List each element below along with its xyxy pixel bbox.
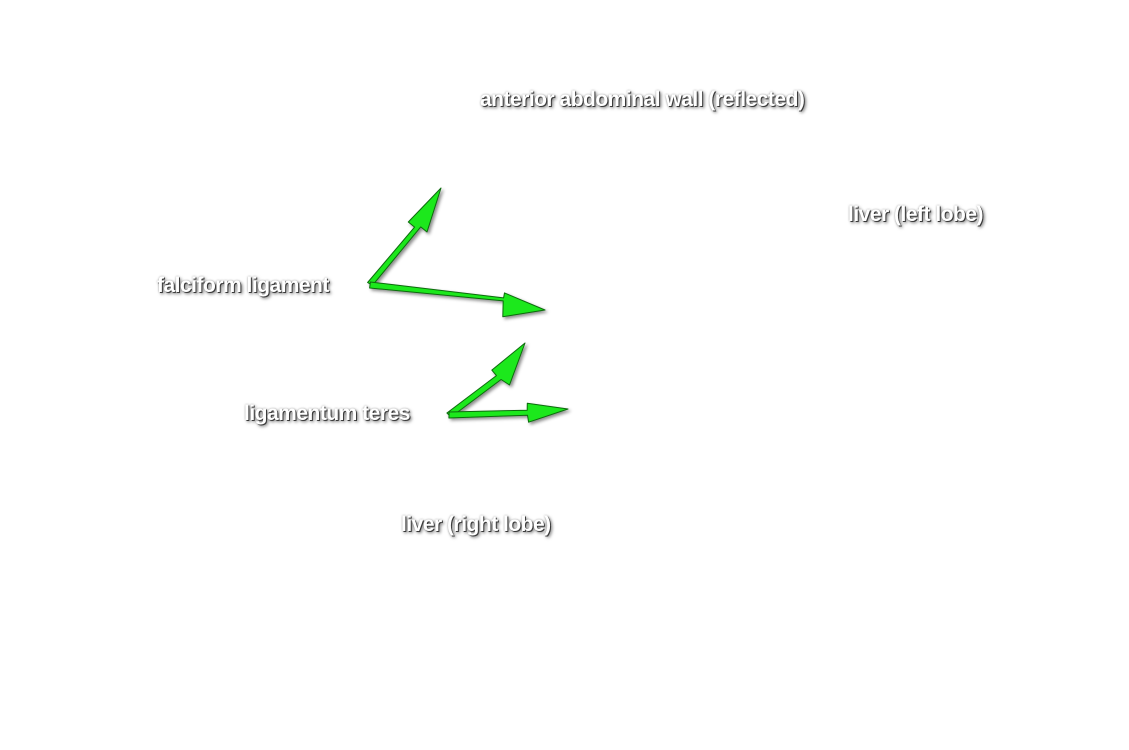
label-anterior-abdominal-wall: anterior abdominal wall (reflected)	[480, 88, 805, 111]
label-liver-right-lobe: liver (right lobe)	[401, 513, 551, 536]
label-ligamentum-teres: ligamentum teres	[244, 402, 410, 425]
falciform-arrow-up	[367, 187, 442, 286]
label-falciform-ligament: falciform ligament	[157, 274, 329, 297]
label-liver-left-lobe: liver (left lobe)	[848, 203, 984, 226]
teres-arrow-right	[448, 402, 569, 423]
falciform-arrow-right	[369, 281, 546, 318]
teres-arrow-up	[446, 342, 526, 418]
